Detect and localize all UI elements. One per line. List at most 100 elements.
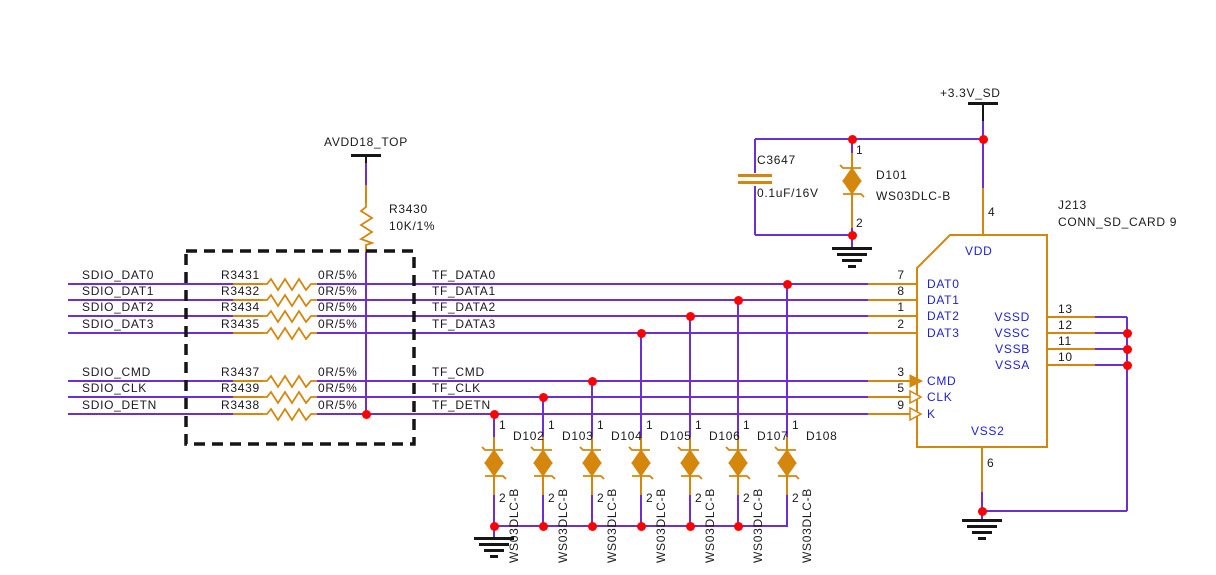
net-label-tf-data1: TF_DATA1 xyxy=(432,284,496,298)
pin-name-vssb: VSSB xyxy=(995,342,1030,356)
tvs-diode-icon xyxy=(533,462,553,477)
net-label-sdio-detn: SDIO_DETN xyxy=(82,398,157,412)
pin-number-vssc: 12 xyxy=(1058,318,1073,332)
pin-name-clk: CLK xyxy=(927,390,953,404)
tvs-diode-icon xyxy=(631,449,651,464)
wire-segment xyxy=(755,138,983,140)
wire-segment xyxy=(317,315,868,317)
power-rail-label-3v3-sd: +3.3V_SD xyxy=(940,86,1001,100)
diode-part-d106: WS03DLC-B xyxy=(703,488,717,563)
wire-segment xyxy=(689,316,691,437)
wire-segment xyxy=(786,437,788,450)
tvs-diode-icon xyxy=(728,449,748,464)
junction-dot xyxy=(636,521,646,531)
wire-segment xyxy=(851,194,853,228)
tvs-diode-icon xyxy=(842,167,862,182)
junction-dot xyxy=(587,521,597,531)
net-label-tf-data0: TF_DATA0 xyxy=(432,268,496,282)
resistor-value-r3438: 0R/5% xyxy=(318,398,358,412)
tvs-diode-icon xyxy=(777,449,797,464)
wire-segment xyxy=(786,495,788,527)
wire-segment xyxy=(493,476,495,495)
wire-segment xyxy=(640,333,642,437)
pin-name-cmd: CMD xyxy=(927,374,957,388)
pin-number-dat2: 1 xyxy=(897,300,904,314)
k-clock-chevron-icon xyxy=(909,406,923,422)
tvs-diode-icon xyxy=(680,449,700,464)
wire-segment xyxy=(868,332,916,334)
wire-segment xyxy=(851,153,853,168)
junction-dot xyxy=(587,376,597,386)
junction-dot xyxy=(847,134,857,144)
resistor-symbol xyxy=(263,374,317,389)
wire-segment xyxy=(542,476,544,495)
net-label-sdio-dat1: SDIO_DAT1 xyxy=(82,284,155,298)
net-label-sdio-cmd: SDIO_CMD xyxy=(82,365,151,379)
diode-part-d102: WS03DLC-B xyxy=(507,488,521,563)
diode-part-d107: WS03DLC-B xyxy=(751,488,765,563)
tvs-diode-icon xyxy=(583,475,605,480)
net-label-tf-clk: TF_CLK xyxy=(432,381,481,395)
resistor-value-r3439: 0R/5% xyxy=(318,381,358,395)
junction-dot xyxy=(538,392,548,402)
wire-segment xyxy=(493,414,495,437)
resistor-ref-r3431: R3431 xyxy=(221,268,260,282)
wire-segment xyxy=(365,163,367,185)
pin-number-clk: 5 xyxy=(897,381,904,395)
wire-segment xyxy=(754,139,756,173)
d103-pin2-number: 2 xyxy=(548,491,556,505)
wire-segment xyxy=(1126,317,1128,511)
resistor-value-r3435: 0R/5% xyxy=(318,317,358,331)
diode-ref-d104: D104 xyxy=(611,429,643,443)
wire-segment xyxy=(317,332,868,334)
tvs-diode-icon xyxy=(680,462,700,477)
pin-name-vss2: VSS2 xyxy=(971,424,1005,438)
wire-segment xyxy=(1095,332,1127,334)
pin-number-dat1: 8 xyxy=(897,284,904,298)
wire-segment xyxy=(1047,348,1095,350)
wire-segment xyxy=(1047,316,1095,318)
diode-ref-d108: D108 xyxy=(806,429,838,443)
tvs-diode-icon xyxy=(484,449,504,464)
symbol-bar xyxy=(832,247,872,250)
wire-segment xyxy=(689,476,691,495)
tvs-diode-icon xyxy=(582,462,602,477)
wire-segment xyxy=(493,437,495,450)
wire-segment xyxy=(542,437,544,450)
net-label-tf-cmd: TF_CMD xyxy=(432,365,485,379)
wire-segment xyxy=(365,185,367,203)
net-label-tf-detn: TF_DETN xyxy=(432,398,491,412)
pin-name-dat0: DAT0 xyxy=(927,277,960,291)
junction-dot xyxy=(1122,360,1132,370)
resistor-symbol xyxy=(263,309,317,324)
symbol-bar xyxy=(490,555,498,558)
junction-dot xyxy=(489,521,499,531)
cap-ref-c3647: C3647 xyxy=(757,153,796,167)
net-label-sdio-dat3: SDIO_DAT3 xyxy=(82,317,155,331)
wire-segment xyxy=(1095,364,1127,366)
wire-segment xyxy=(868,396,910,398)
pin-number-k: 9 xyxy=(897,398,904,412)
diode-ref-d107: D107 xyxy=(757,429,789,443)
junction-dot xyxy=(733,521,743,531)
symbol-bar xyxy=(967,525,997,528)
wire-segment xyxy=(1047,332,1095,334)
pin-number-dat0: 7 xyxy=(897,268,904,282)
tvs-diode-icon xyxy=(728,462,748,477)
tvs-diode-icon xyxy=(681,475,703,480)
pin-number-vssb: 11 xyxy=(1058,334,1072,348)
resistor-value-r3431: 0R/5% xyxy=(318,268,358,282)
wire-segment xyxy=(786,476,788,495)
junction-dot xyxy=(538,521,548,531)
connector-ref-j213: J213 xyxy=(1058,198,1087,212)
resistor-symbol xyxy=(263,326,317,341)
wire-segment xyxy=(591,476,593,495)
cap-value-c3647: 0.1uF/16V xyxy=(757,186,819,200)
symbol-bar xyxy=(738,174,772,177)
pin-name-dat3: DAT3 xyxy=(927,326,960,340)
wire-segment xyxy=(786,284,788,437)
pin-number-dat3: 2 xyxy=(897,317,904,331)
wire-segment xyxy=(982,510,1127,512)
diode-ref-d103: D103 xyxy=(562,429,594,443)
